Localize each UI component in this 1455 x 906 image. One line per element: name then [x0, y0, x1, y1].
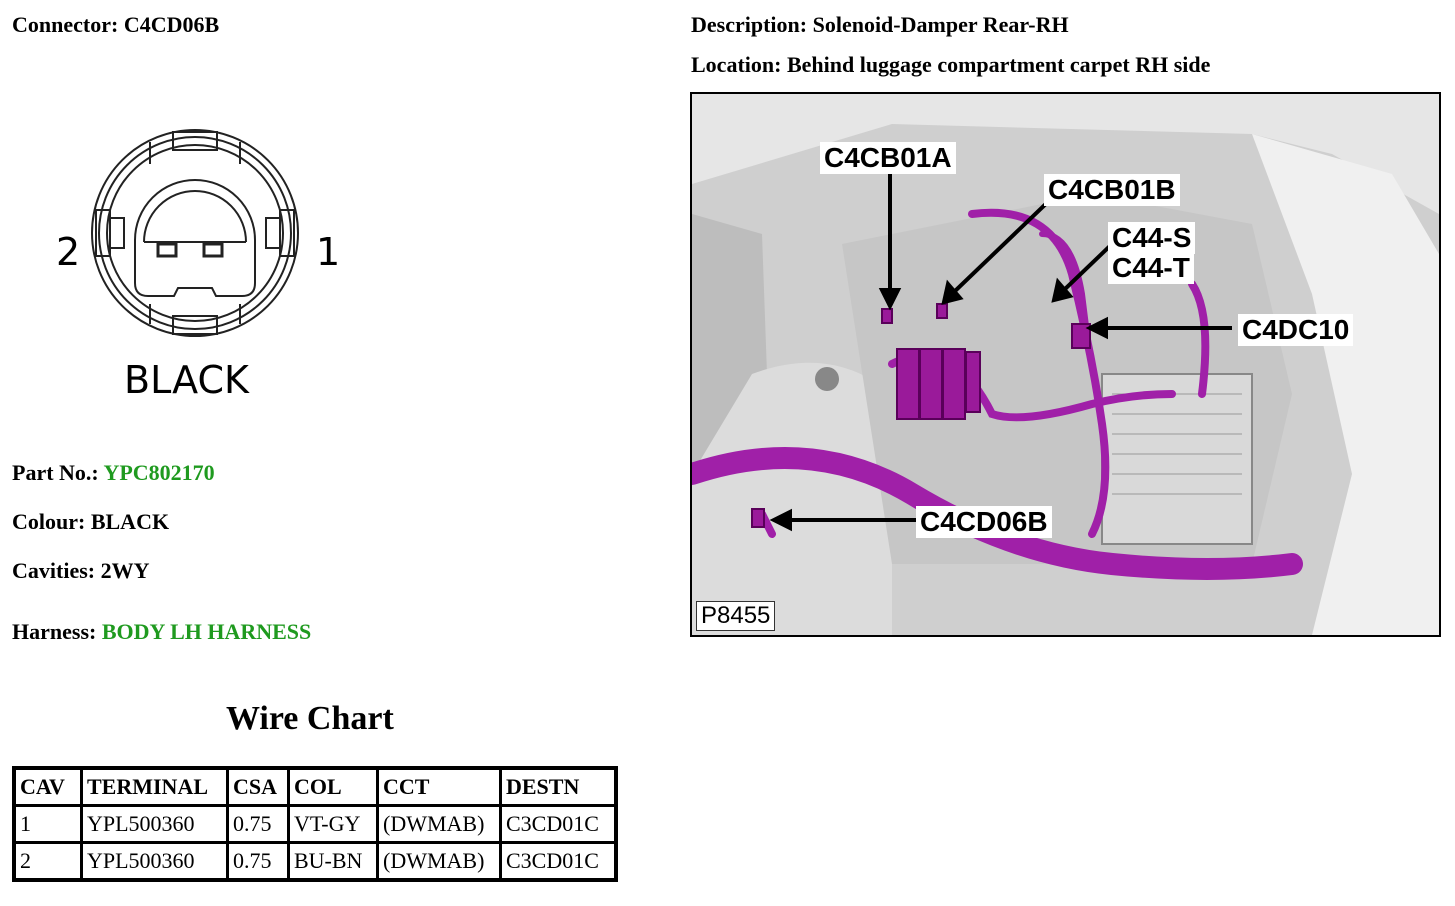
cell-col: VT-GY: [287, 804, 379, 844]
cavities-value: 2WY: [100, 558, 150, 583]
colour-field: Colour: BLACK: [12, 509, 169, 535]
table-header-row: CAV TERMINAL CSA COL CCT DESTN: [12, 766, 618, 807]
col-header-csa: CSA: [226, 766, 290, 807]
connector-value: C4CD06B: [123, 12, 220, 37]
callout-c4dc10: C4DC10: [1238, 314, 1354, 346]
part-no-value[interactable]: YPC802170: [103, 460, 215, 485]
col-header-cav: CAV: [12, 766, 83, 807]
cell-cav: 1: [12, 804, 83, 844]
col-header-cct: CCT: [376, 766, 502, 807]
cavities-field: Cavities: 2WY: [12, 558, 149, 584]
callout-c4cb01a: C4CB01A: [820, 142, 956, 174]
harness-value[interactable]: BODY LH HARNESS: [101, 619, 312, 644]
connector-colour-caption: BLACK: [124, 358, 249, 402]
connector-label: Connector:: [12, 12, 119, 37]
location-field: Location: Behind luggage compartment car…: [691, 52, 1210, 78]
table-row: 2 YPL500360 0.75 BU-BN (DWMAB) C3CD01C: [12, 841, 618, 882]
callout-c44-s: C44-S: [1108, 222, 1196, 254]
colour-value: BLACK: [90, 509, 170, 534]
cavities-label: Cavities:: [12, 558, 96, 583]
cell-csa: 0.75: [226, 804, 290, 844]
pin-1-label: 1: [316, 230, 341, 274]
harness-field: Harness: BODY LH HARNESS: [12, 619, 311, 645]
table-row: 1 YPL500360 0.75 VT-GY (DWMAB) C3CD01C: [12, 804, 618, 844]
cell-csa: 0.75: [226, 841, 290, 882]
connector-face-drawing: [91, 129, 299, 337]
part-no-label: Part No.:: [12, 460, 99, 485]
cell-cct: (DWMAB): [376, 841, 502, 882]
description-label: Description:: [691, 12, 808, 37]
connector-face-diagram: 2 1 BLACK: [40, 118, 360, 418]
col-header-terminal: TERMINAL: [80, 766, 229, 807]
figure-code: P8455: [696, 601, 776, 631]
pin-2-label: 2: [56, 230, 81, 274]
cell-terminal: YPL500360: [80, 804, 229, 844]
cell-col: BU-BN: [287, 841, 379, 882]
colour-label: Colour:: [12, 509, 86, 534]
location-illustration: C4CB01A C4CB01B C44-S C44-T C4DC10 C4CD0…: [690, 92, 1441, 637]
wire-chart-table: CAV TERMINAL CSA COL CCT DESTN 1 YPL5003…: [12, 766, 618, 882]
col-header-destn: DESTN: [499, 766, 618, 807]
callout-c44-t: C44-T: [1108, 252, 1194, 284]
callout-c4cb01b: C4CB01B: [1044, 174, 1180, 206]
connector-field: Connector: C4CD06B: [12, 12, 219, 38]
part-no-field: Part No.: YPC802170: [12, 460, 215, 486]
callout-c4cd06b: C4CD06B: [916, 506, 1052, 538]
col-header-col: COL: [287, 766, 379, 807]
location-value: Behind luggage compartment carpet RH sid…: [786, 52, 1211, 77]
harness-label: Harness:: [12, 619, 97, 644]
location-label: Location:: [691, 52, 782, 77]
cell-destn: C3CD01C: [499, 841, 618, 882]
description-field: Description: Solenoid-Damper Rear-RH: [691, 12, 1069, 38]
cell-destn: C3CD01C: [499, 804, 618, 844]
cell-cct: (DWMAB): [376, 804, 502, 844]
cell-cav: 2: [12, 841, 83, 882]
cell-terminal: YPL500360: [80, 841, 229, 882]
description-value: Solenoid-Damper Rear-RH: [812, 12, 1069, 37]
wire-chart-title: Wire Chart: [226, 700, 394, 737]
